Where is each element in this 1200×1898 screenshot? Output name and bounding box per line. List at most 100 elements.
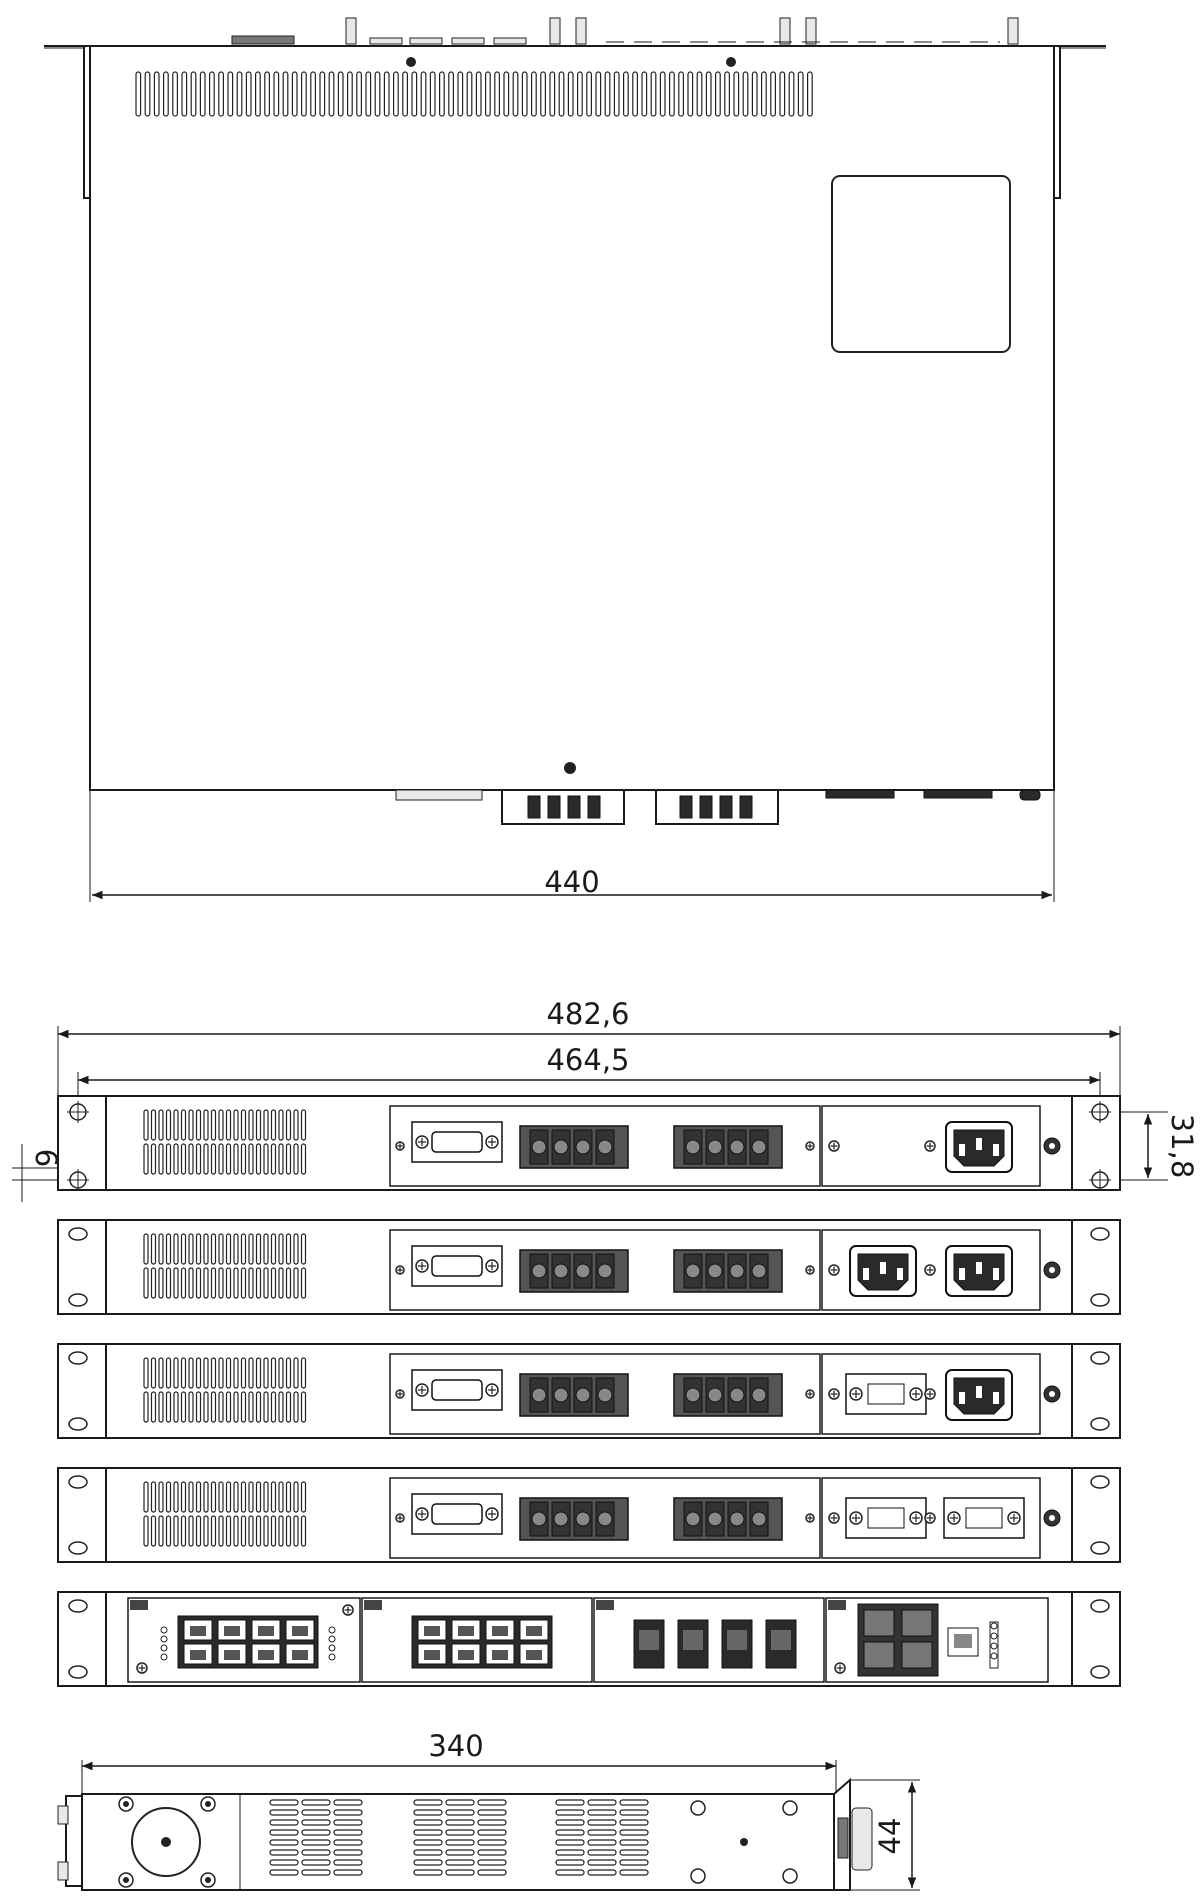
vent-slot	[263, 1143, 269, 1175]
vent-slot	[477, 1859, 507, 1866]
vent-slot	[347, 71, 353, 117]
vent-slot	[153, 71, 160, 117]
dim-top-width: 440	[544, 865, 599, 899]
vent-slot	[300, 1143, 307, 1175]
vent-slot	[203, 1143, 209, 1175]
vent-slot	[165, 1267, 172, 1299]
vent-slot	[650, 71, 657, 117]
vent-slot	[158, 1267, 164, 1299]
vent-slot	[705, 71, 712, 117]
vent-slot	[158, 1357, 164, 1389]
vent-slot	[457, 71, 464, 117]
vent-slot	[278, 1391, 284, 1423]
vent-slot	[248, 1109, 254, 1141]
vent-slot	[466, 71, 473, 117]
vent-slot	[227, 71, 234, 117]
vent-slot	[587, 1869, 617, 1876]
vent-slot	[255, 1357, 262, 1389]
vent-slot	[587, 1809, 617, 1816]
vent-slot	[586, 71, 592, 117]
vent-slot	[555, 1859, 585, 1866]
vent-slot	[333, 1839, 363, 1846]
dim-hole-height: 31,8	[1165, 1114, 1199, 1179]
vent-slot	[218, 1391, 224, 1423]
vent-slot	[278, 1267, 284, 1299]
vent-slot	[555, 1869, 585, 1876]
vent-slot	[733, 71, 740, 117]
top-vent-slots	[135, 71, 813, 117]
vent-slot	[494, 71, 500, 117]
dim-depth: 340	[428, 1729, 483, 1763]
vent-slot	[278, 1233, 284, 1265]
top-view: 440	[44, 17, 1106, 902]
vent-slot	[165, 1515, 172, 1547]
mount-slot	[68, 1293, 88, 1307]
vent-slot	[393, 71, 399, 117]
vent-slot	[195, 1109, 202, 1141]
vent-slot	[269, 1849, 299, 1856]
vent-slot	[278, 1143, 284, 1175]
vent-slot	[240, 1481, 247, 1513]
vent-slot	[158, 1391, 164, 1423]
vent-slot	[383, 71, 390, 117]
vent-slot	[696, 71, 703, 117]
vent-slot	[218, 1233, 224, 1265]
vent-slot	[203, 1391, 209, 1423]
mount-slot	[68, 1541, 88, 1555]
vent-slot	[285, 1233, 292, 1265]
vent-slot	[333, 1799, 363, 1806]
vent-slot	[687, 71, 694, 117]
vent-slot	[225, 1109, 232, 1141]
vent-slot	[158, 1233, 164, 1265]
vent-slot	[180, 1481, 187, 1513]
vent-slot	[613, 71, 620, 117]
front-dimensions: 482,6 464,5 31,8 6	[12, 997, 1199, 1202]
vent-slot	[477, 1849, 507, 1856]
front-panel-variants	[57, 1095, 1121, 1687]
vent-slot	[300, 1391, 307, 1423]
vent-slot	[195, 1357, 202, 1389]
vent-slot	[163, 71, 169, 117]
vent-slot	[263, 1357, 269, 1389]
vent-slot	[587, 1819, 617, 1826]
vent-slot	[477, 1829, 507, 1836]
vent-slot	[587, 1799, 617, 1806]
vent-slot	[285, 1267, 292, 1299]
vent-slot	[245, 71, 252, 117]
vent-slot	[199, 71, 206, 117]
vent-slot	[173, 1109, 179, 1141]
vent-slot	[445, 1799, 475, 1806]
vent-slot	[135, 71, 142, 117]
vent-slot	[293, 1143, 299, 1175]
vent-slot	[233, 1481, 239, 1513]
vent-slot	[413, 1839, 443, 1846]
vent-slot	[285, 1109, 292, 1141]
vent-slot	[158, 1481, 164, 1513]
vent-slot	[240, 1109, 247, 1141]
vent-slot	[530, 71, 537, 117]
vent-slot	[310, 71, 316, 117]
vent-slot	[300, 1481, 307, 1513]
vent-slot	[300, 1233, 307, 1265]
vent-slot	[445, 1839, 475, 1846]
vent-slot	[301, 1849, 331, 1856]
vent-slot	[203, 1515, 209, 1547]
vent-slot	[173, 1357, 179, 1389]
front-panel	[57, 1343, 1121, 1439]
vent-slot	[521, 71, 528, 117]
vent-slot	[270, 1481, 277, 1513]
vent-slot	[233, 1267, 239, 1299]
vent-slot	[413, 1849, 443, 1856]
vent-slot	[445, 1849, 475, 1856]
mount-slot	[68, 1417, 88, 1431]
vent-slot	[285, 1143, 292, 1175]
vent-slot	[180, 1109, 187, 1141]
vent-slot	[678, 71, 684, 117]
vent-slot	[788, 71, 795, 117]
vent-slot	[301, 1829, 331, 1836]
vent-slot	[555, 1849, 585, 1856]
vent-slot	[173, 1391, 179, 1423]
vent-slot	[233, 1515, 239, 1547]
vent-slot	[273, 71, 280, 117]
vent-slot	[328, 71, 335, 117]
